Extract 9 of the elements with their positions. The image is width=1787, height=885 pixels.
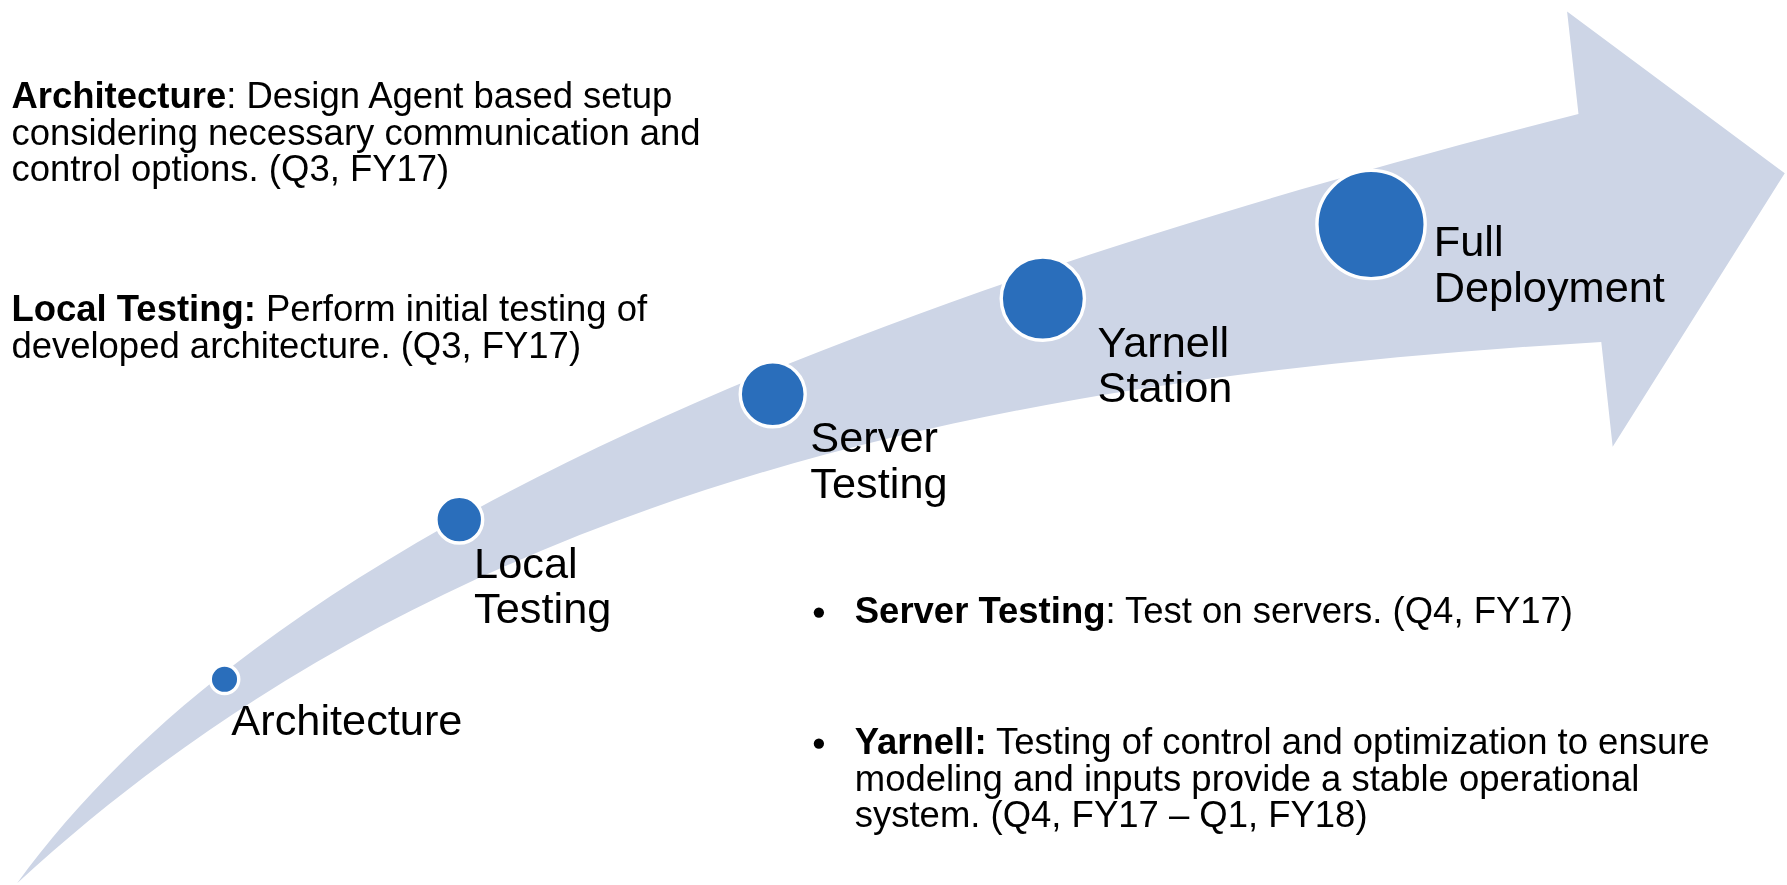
milestone-label: Local Testing xyxy=(474,540,613,632)
milestone-description: Server Testing: Test on servers. (Q4, FY17) xyxy=(854,592,1574,630)
milestone-label: Architecture xyxy=(231,697,464,744)
milestone-description: Yarnell: Testing of control and optimization to ensure modeling and inputs provide a stable operational system. (Q4, FY17 – Q1, FY18) xyxy=(854,723,1711,834)
milestone-description: Local Testing: Perform initial testing of developed architecture. (Q3, FY17) xyxy=(11,290,649,364)
milestone-label: Yarnell Station xyxy=(1097,319,1234,411)
milestone-label: Full Deployment xyxy=(1433,218,1666,310)
milestone-description: Architecture: Design Agent based setup considering necessary communication and control options. (Q3, FY17) xyxy=(11,77,702,187)
milestone-label: Server Testing xyxy=(810,414,949,507)
